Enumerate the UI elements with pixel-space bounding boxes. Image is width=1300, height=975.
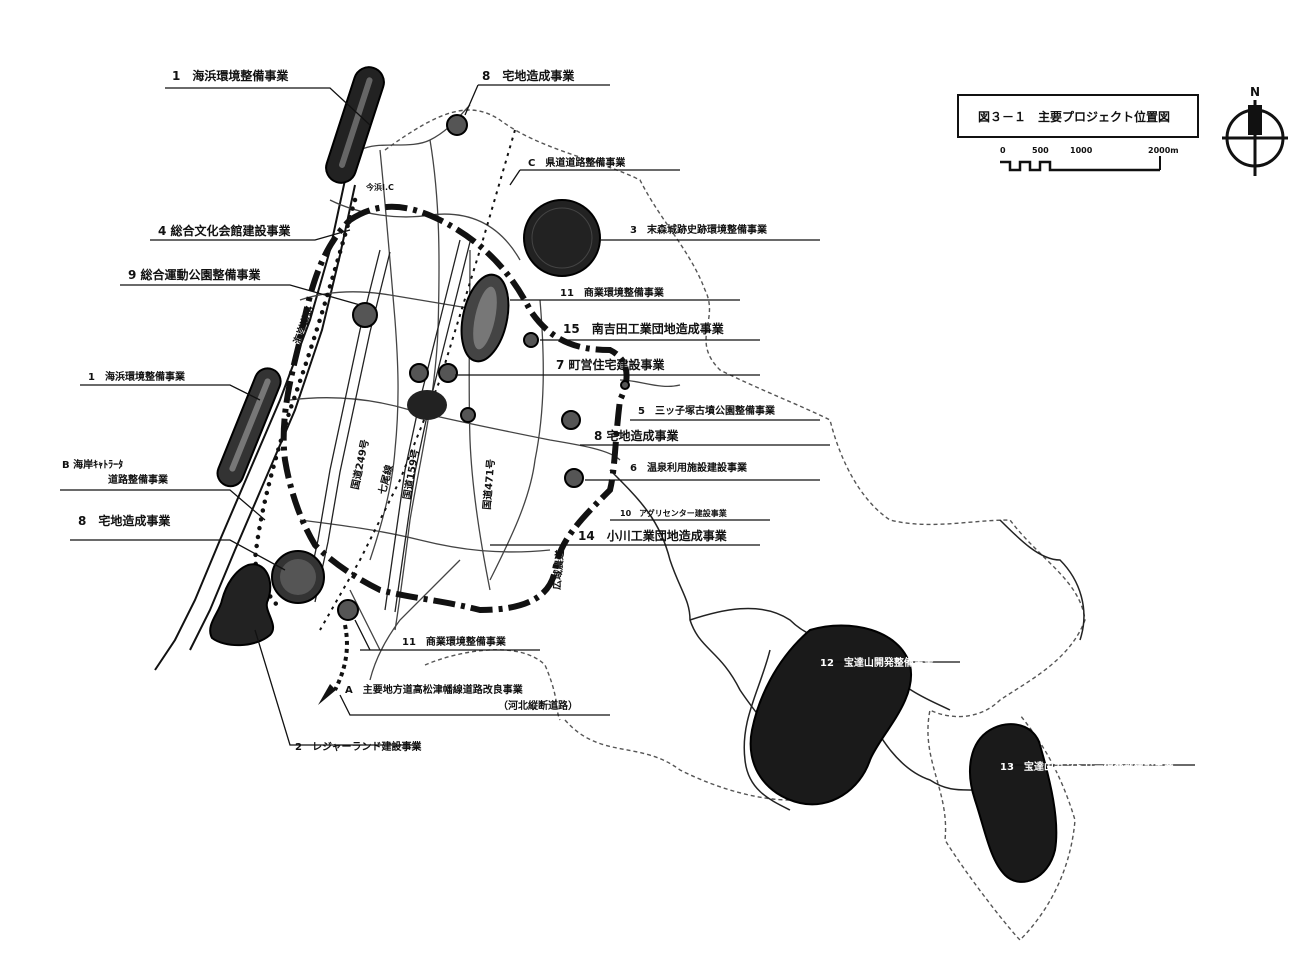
figure-title: 図３－１ 主要プロジェクト位置図	[978, 109, 1170, 124]
area-1-coast-north	[325, 66, 385, 184]
site-5	[620, 380, 630, 390]
label-pA2: （河北縦断道路）	[498, 699, 578, 712]
label-pA1: A 主要地方道高松津幡線道路改良事業	[345, 683, 524, 696]
site-7a	[409, 363, 429, 383]
label-wide-road: 広域農道	[550, 549, 566, 590]
leader-lines	[60, 84, 1195, 766]
project-labels: 1 海浜環境整備事業 8 宅地造成事業 C 県道道路整備事業 4 総合文化会館建…	[62, 68, 1175, 773]
area-2-leisureland	[209, 563, 275, 647]
area-1-coast-south	[216, 367, 282, 488]
label-p2: 2 レジャーランド建設事業	[295, 740, 422, 753]
site-11b	[337, 599, 359, 621]
label-p5: 5 三ッ子塚古墳公園整備事業	[638, 404, 776, 417]
label-pC: C 県道道路整備事業	[528, 156, 626, 169]
small-project-sites	[337, 114, 630, 621]
label-p7: 7 町営住宅建設事業	[556, 357, 666, 372]
label-p1b: 1 海浜環境整備事業	[88, 370, 186, 383]
title-box: 図３－１ 主要プロジェクト位置図	[957, 94, 1199, 138]
label-p4: 4 総合文化会館建設事業	[158, 223, 292, 238]
scale-tick-0: 0	[1000, 146, 1006, 155]
site-9	[352, 302, 378, 328]
label-route471: 国道471号	[480, 458, 497, 510]
label-p11a: 11 商業環境整備事業	[560, 286, 665, 299]
label-p9: 9 総合運動公園整備事業	[128, 267, 262, 282]
site-7b	[438, 363, 458, 383]
label-p11b: 11 商業環境整備事業	[402, 635, 507, 648]
label-p3: 3 末森城跡史跡環境整備事業	[630, 223, 768, 236]
area-13-country-club	[969, 723, 1058, 883]
label-imahama-ic: 今浜I.C	[365, 182, 394, 192]
label-p8b: 8 宅地造成事業	[594, 428, 680, 443]
site-8-east	[561, 410, 581, 430]
label-p6: 6 温泉利用施設建設事業	[630, 461, 748, 474]
label-p1a: 1 海浜環境整備事業	[172, 68, 289, 83]
scale-tick-500: 500	[1032, 146, 1049, 155]
road-a-extension	[318, 624, 349, 705]
site-8-north	[446, 114, 468, 136]
area-3-suemori-castle	[523, 199, 601, 277]
label-nanao-line: 七尾線	[375, 463, 395, 495]
label-p13: 13 宝達山カントリー倶楽部建設事業	[1000, 760, 1175, 773]
road-network	[289, 104, 681, 681]
label-route249: 国道249号	[348, 438, 371, 490]
scale-tick-1000: 1000	[1070, 146, 1093, 155]
label-pB1: B 海岸ｷｬﾄﾗｰﾀ	[62, 458, 123, 471]
area-12-houdatsuzan	[749, 624, 913, 806]
area-8-housing-sw	[271, 550, 325, 604]
label-p8a: 8 宅地造成事業	[482, 68, 575, 83]
area-11-commercial-north	[460, 273, 510, 363]
label-p15: 15 南吉田工業団地造成事業	[563, 321, 725, 336]
nanao-line	[319, 129, 516, 631]
scale-tick-2000: 2000m	[1148, 146, 1179, 155]
site-4	[460, 407, 476, 423]
coastline	[154, 179, 356, 671]
site-15	[523, 332, 539, 348]
scale-bar: 0 500 1000 2000m	[1000, 146, 1179, 172]
north-arrow-icon: N	[1222, 85, 1288, 176]
label-pB2: 道路整備事業	[108, 473, 169, 486]
area-center-dark	[407, 390, 447, 420]
label-p10: 10 アグリセンター建設事業	[620, 508, 728, 518]
label-p12: 12 宝達山開発整備事業	[820, 656, 935, 669]
label-p14: 14 小川工業団地造成事業	[578, 528, 728, 543]
site-6	[564, 468, 584, 488]
north-label: N	[1250, 85, 1260, 99]
label-p8c: 8 宅地造成事業	[78, 513, 171, 528]
